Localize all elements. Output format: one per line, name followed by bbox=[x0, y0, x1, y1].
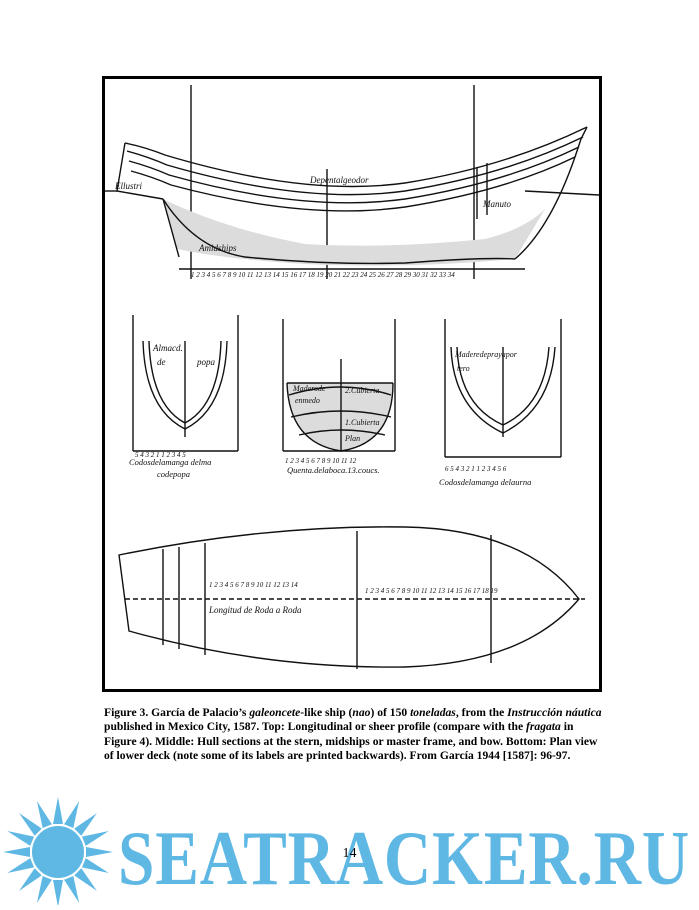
sheer-left-label: Ellustri bbox=[114, 181, 143, 191]
plan-label: Longitud de Roda a Roda bbox=[208, 605, 302, 615]
stern-bottom-label-2: codepopa bbox=[157, 469, 190, 479]
svg-text:1 2 3 4 5 6 7 8 9 10 11 12 13: 1 2 3 4 5 6 7 8 9 10 11 12 13 14 15 16 1… bbox=[365, 587, 498, 595]
bow-bottom-label: Codosdelamanga delaurna bbox=[439, 477, 531, 487]
svg-text:1 2 3 4 5 6 7 8 9 10 11 12: 1 2 3 4 5 6 7 8 9 10 11 12 bbox=[285, 457, 357, 465]
watermark-text: SEATRACKER.RU bbox=[118, 815, 690, 901]
mid-label-1: Maderode bbox=[292, 384, 326, 393]
stern-label-3: popa bbox=[196, 357, 216, 367]
plan-labels: Longitud de Roda a Roda 1 2 3 4 5 6 7 8 … bbox=[208, 581, 498, 615]
svg-text:5 4 3 2 1 1 2 3 4 5: 5 4 3 2 1 1 2 3 4 5 bbox=[135, 451, 186, 459]
stern-label-1: Almacd. bbox=[152, 343, 183, 353]
sheer-mid-label: Amidships bbox=[198, 243, 237, 253]
figure-caption: Figure 3. García de Palacio’s galeoncete… bbox=[104, 706, 602, 762]
sheer-labels: Depentalgeodor Ellustri Manuto Amidships… bbox=[114, 175, 511, 279]
mid-label-4: 1.Cubierta bbox=[345, 418, 379, 427]
svg-text:1 2 3 4 5 6 7 8 9 10 11 12 13: 1 2 3 4 5 6 7 8 9 10 11 12 13 14 15 16 1… bbox=[191, 271, 455, 279]
sheer-profile bbox=[105, 85, 599, 279]
plan-view bbox=[118, 526, 585, 669]
bow-label-1: Maderedeprayapor bbox=[454, 350, 518, 359]
watermark: SEATRACKER.RU bbox=[0, 792, 699, 907]
stern-label-2: de bbox=[157, 357, 166, 367]
mid-label-2: enmedo bbox=[295, 396, 320, 405]
mid-label-3: 2.Cubierta bbox=[345, 386, 379, 395]
svg-text:6 5 4 3 2 1 1 2 3 4 5 6: 6 5 4 3 2 1 1 2 3 4 5 6 bbox=[445, 465, 507, 473]
sheer-right-label: Manuto bbox=[482, 199, 511, 209]
svg-text:1 2 3 4 5 6 7 8 9 10 11 12 13: 1 2 3 4 5 6 7 8 9 10 11 12 13 14 bbox=[209, 581, 298, 589]
sheer-top-label: Depentalgeodor bbox=[309, 175, 369, 185]
section-labels: Almacd. de popa Codosdelamanga delma cod… bbox=[129, 343, 531, 487]
hull-sections bbox=[132, 315, 562, 458]
figure-label: Figure 3. bbox=[104, 706, 149, 719]
ship-drawing: Depentalgeodor Ellustri Manuto Amidships… bbox=[105, 85, 599, 669]
sun-burst-icon bbox=[3, 797, 113, 907]
bow-label-2: tero bbox=[457, 364, 470, 373]
page-number: 14 bbox=[342, 846, 357, 861]
stern-bottom-label: Codosdelamanga delma bbox=[129, 457, 211, 467]
figure-frame: Depentalgeodor Ellustri Manuto Amidships… bbox=[102, 76, 602, 692]
mid-bottom-label: Quenta.delaboca.13.coucs. bbox=[287, 465, 380, 475]
mid-label-5: Plan bbox=[344, 434, 360, 443]
